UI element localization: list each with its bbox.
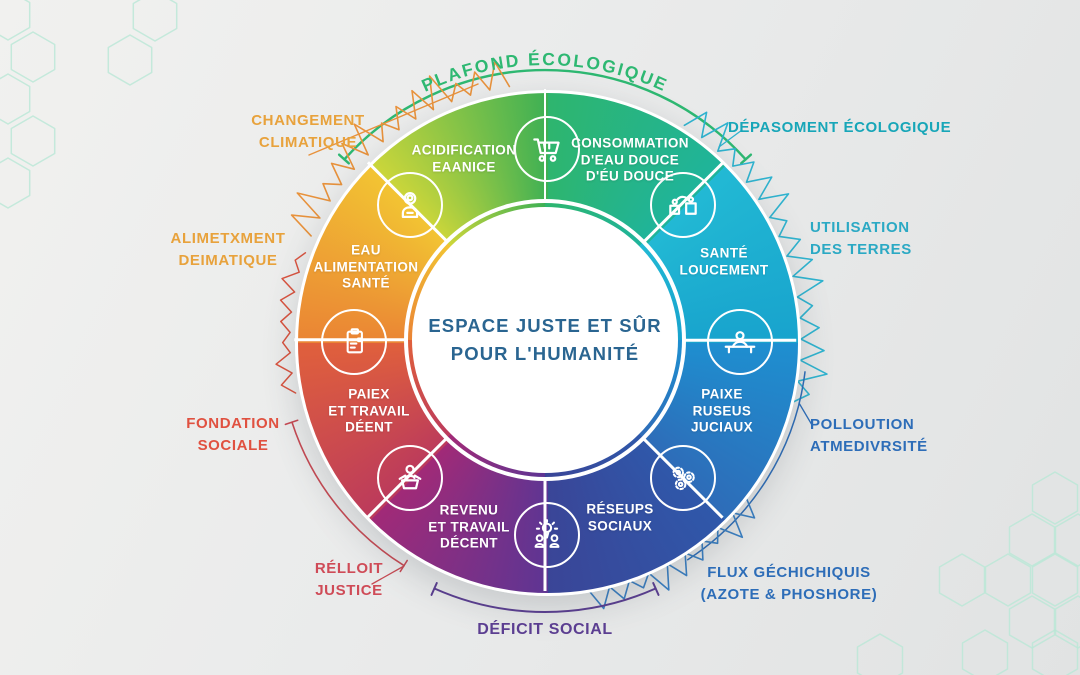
label-fondation-sociale: FONDATION SOCIALE	[170, 413, 296, 457]
label-line: CONSOMMATION	[571, 135, 689, 151]
label-line: DES TERRES	[810, 241, 912, 258]
label-line: ATMEDIVRSITÉ	[810, 438, 928, 455]
label-line: D'ÉU DOUCE	[585, 168, 675, 184]
label-line: POLLOUTION	[810, 416, 915, 433]
clipboard-icon	[346, 328, 363, 354]
icon-badge-person-camera	[377, 172, 443, 238]
center-circle: ESPACE JUSTE ET SÛR POUR L'HUMANITÉ	[412, 207, 678, 473]
label-line: ALIMETXMENT	[170, 230, 286, 247]
label-alimetxment-deimatique: ALIMETXMENT DEIMATIQUE	[164, 228, 292, 272]
icon-badge-gears	[650, 445, 716, 511]
person-camera-icon	[401, 192, 419, 218]
gears-icon	[672, 466, 695, 491]
label-line: (AZOTE & PHOSHORE)	[700, 586, 878, 603]
podium-speaker-icon	[398, 464, 422, 490]
label-line: SOCIALE	[197, 437, 269, 454]
label-line: RÉSEUPS	[586, 501, 654, 517]
label-line: EAANICE	[432, 159, 496, 174]
label-line: SANTÉ	[700, 245, 748, 261]
label-line: EAU	[351, 242, 381, 258]
label-utilisation-des-terres: UTILISATION DES TERRES	[810, 217, 912, 261]
label-depasoment-ecologique: DÉPASOMENT ÉCOLOGIQUE	[728, 119, 952, 136]
label-relloit-justice: RÉLLOIT JUSTICE	[297, 558, 401, 602]
label-line: D'EAU DOUCE	[580, 151, 680, 167]
segment-label-paixe: PAIXE RUSEUS JUCIAUX	[691, 386, 753, 436]
team-idea-icon	[534, 519, 560, 548]
label-line: REVENU	[439, 502, 499, 518]
label-line: LOUCEMENT	[679, 262, 769, 277]
label-polloution-atmedivrsite: POLLOUTION ATMEDIVRSITÉ	[810, 414, 928, 458]
segment-label-eau: EAU ALIMENTATION SANTÉ	[314, 242, 419, 292]
segment-label-consommation: CONSOMMATION D'EAU DOUCE D'ÉU DOUCE	[571, 135, 689, 185]
label-line: PAIEX	[348, 386, 390, 402]
label-line: UTILISATION	[810, 219, 910, 236]
label-line: ALIMENTATION	[313, 258, 419, 274]
label-line: CHANGEMENT	[251, 112, 365, 129]
label-line: ET TRAVAIL	[428, 518, 510, 534]
icon-badge-cart	[514, 116, 580, 182]
bridge-icon	[724, 331, 756, 354]
segment-label-revenu: REVENU ET TRAVAIL DÉCENT	[428, 502, 510, 552]
cart-icon	[533, 138, 560, 162]
segment-label-reseups: RÉSEUPS SOCIAUX	[586, 502, 653, 535]
icon-badge-bridge	[707, 309, 773, 375]
segment-label-sante: SANTÉ LOUCEMENT	[679, 246, 768, 279]
label-line: FLUX GÉCHICHIQUIS	[707, 564, 871, 581]
label-changement-climatique: CHANGEMENT CLIMATIQUE	[244, 110, 372, 154]
icon-badge-machines	[650, 172, 716, 238]
machines-icon	[669, 195, 697, 215]
center-title: ESPACE JUSTE ET SÛR POUR L'HUMANITÉ	[428, 312, 661, 368]
segment-label-paiex: PAIEX ET TRAVAIL DÉENT	[328, 386, 410, 436]
icon-badge-clipboard	[321, 309, 387, 375]
label-line: RUSEUS	[692, 402, 752, 418]
center-title-line: ESPACE JUSTE ET SÛR	[428, 315, 662, 336]
label-flux-gechichiquis: FLUX GÉCHICHIQUIS (AZOTE & PHOSHORE)	[664, 562, 914, 606]
label-line: DÉCENT	[440, 535, 498, 551]
icon-badge-team-idea	[514, 502, 580, 568]
label-line: PAIXE	[701, 386, 743, 402]
label-line: SANTÉ	[342, 275, 390, 291]
center-title-line: POUR L'HUMANITÉ	[450, 343, 640, 364]
label-line: JUCIAUX	[690, 419, 754, 435]
label-line: DÉENT	[345, 419, 393, 435]
segment-label-acidification: ACIDIFICATION EAANICE	[412, 143, 517, 176]
label-line: RÉLLOIT	[314, 560, 384, 577]
label-line: ET TRAVAIL	[328, 402, 410, 418]
label-line: SOCIAUX	[587, 518, 653, 533]
label-line: CLIMATIQUE	[258, 134, 358, 151]
icon-badge-podium-speaker	[377, 445, 443, 511]
label-line: JUSTICE	[315, 582, 383, 599]
label-line: DEIMATIQUE	[178, 252, 278, 269]
label-line: FONDATION	[186, 415, 280, 432]
label-line: ACIDIFICATION	[411, 142, 517, 158]
label-deficit-social: DÉFICIT SOCIAL	[477, 621, 613, 638]
